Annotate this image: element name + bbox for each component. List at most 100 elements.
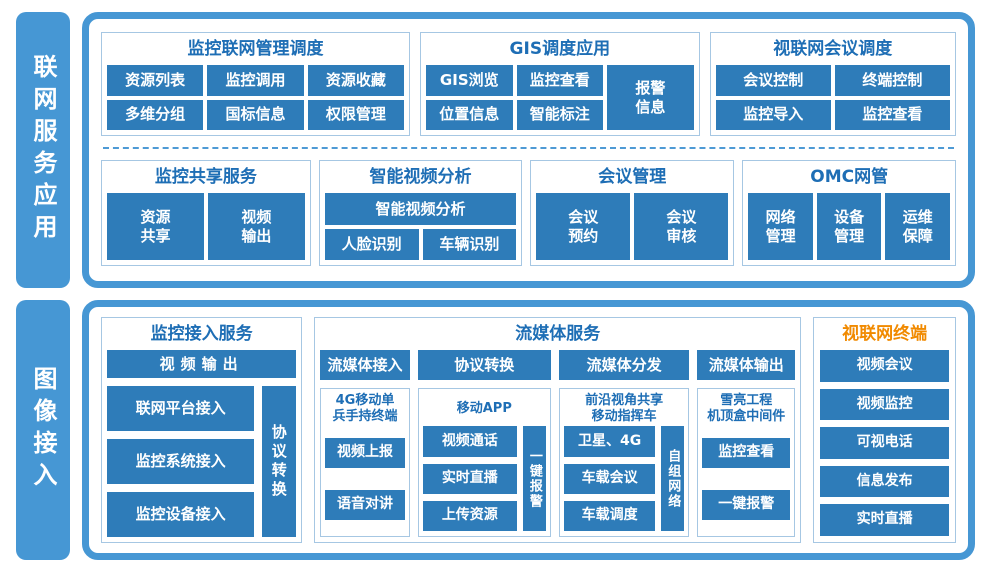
subgroup-cells: 卫星、4G 车载会议 车载调度	[563, 426, 656, 531]
cell-conference-control: 会议控制	[715, 65, 831, 96]
group-title: 监控共享服务	[154, 167, 257, 187]
cell-video-output-2: 视频输出	[107, 350, 297, 379]
bottom-row: 监控接入服务 视频输出 联网平台接入 监控系统接入 监控设备接入 协议转换 流媒…	[101, 317, 957, 543]
cell-vehicle-conference: 车载会议	[563, 463, 656, 494]
subgroup-title: 4G移动单 兵手持终端	[332, 393, 398, 425]
cell-platform-access: 联网平台接入	[107, 386, 255, 432]
cell-video-phone: 可视电话	[820, 427, 950, 459]
cell-live-broadcast: 实时直播	[820, 504, 950, 536]
cell-permission-mgmt: 权限管理	[307, 99, 404, 130]
group-omc-network-mgmt: OMC网管 网络 管理 设备 管理 运维 保障	[742, 160, 956, 266]
subgroup-mobile-app: 移动APP 视频通话 实时直播 上传资源 一键报警	[417, 388, 551, 537]
cell-ops-support: 运维 保障	[885, 193, 950, 260]
cell-one-key-alarm: 一键报警	[702, 489, 791, 520]
terminal-cells: 视频会议 视频监控 可视电话 信息发布 实时直播	[820, 350, 950, 536]
cell-protocol-conversion: 协议转换	[417, 350, 551, 381]
group-title: 会议管理	[598, 167, 667, 187]
cell-device-mgmt: 设备 管理	[816, 193, 882, 260]
cell-voice-intercom: 语音对讲	[325, 489, 405, 520]
group-monitor-share-service: 监控共享服务 资源 共享 视频 输出	[101, 160, 311, 266]
group-gis-dispatch: GIS调度应用 GIS浏览 监控查看 报警 信息 位置信息 智能标注	[420, 32, 700, 136]
cell-monitor-view-3: 监控查看	[702, 437, 791, 468]
cell-multi-dim-group: 多维分组	[107, 99, 204, 130]
group-cells: 会议 预约 会议 审核	[536, 193, 729, 260]
cell-vehicle-dispatch: 车载调度	[563, 500, 656, 531]
subgroup-4g-handheld-terminal: 4G移动单 兵手持终端 视频上报 语音对讲	[320, 388, 410, 537]
cell-video-monitor: 视频监控	[820, 388, 950, 421]
subgroup-body: 卫星、4G 车载会议 车载调度 自组网络	[563, 426, 685, 531]
cell-conference-booking: 会议 预约	[536, 193, 631, 260]
cell-stream-output: 流媒体输出	[697, 350, 796, 381]
sidebar-networked-service-apps-label: 联网服务应用	[29, 54, 57, 246]
image-access-panel: 监控接入服务 视频输出 联网平台接入 监控系统接入 监控设备接入 协议转换 流媒…	[82, 300, 975, 560]
group-title: 监控接入服务	[150, 324, 253, 344]
group-title: 智能视频分析	[369, 167, 472, 187]
group-title: GIS调度应用	[509, 39, 611, 59]
group-streaming-media-service: 流媒体服务 流媒体接入 协议转换 流媒体分发 流媒体输出 4G移动单 兵手持终端…	[314, 317, 802, 543]
subgroup-sharp-eyes-settopbox: 雪亮工程 机顶盒中间件 监控查看 一键报警	[697, 388, 796, 537]
group-monitor-access-service: 监控接入服务 视频输出 联网平台接入 监控系统接入 监控设备接入 协议转换	[101, 317, 303, 543]
cell-resource-list: 资源列表	[107, 65, 204, 96]
cell-adhoc-network-vertical: 自组网络	[661, 426, 685, 531]
dashed-divider	[103, 147, 954, 149]
cell-stream-access: 流媒体接入	[320, 350, 410, 381]
group-title: 监控联网管理调度	[187, 39, 324, 59]
subgroup-body: 视频通话 实时直播 上传资源 一键报警	[422, 426, 546, 531]
access-cells: 联网平台接入 监控系统接入 监控设备接入	[107, 386, 255, 538]
streaming-grid: 流媒体接入 协议转换 流媒体分发 流媒体输出 4G移动单 兵手持终端 视频上报 …	[320, 350, 796, 537]
cell-video-output: 视频 输出	[207, 193, 305, 260]
sidebar-networked-service-apps: 联网服务应用	[16, 12, 70, 288]
cell-video-report: 视频上报	[325, 437, 405, 468]
cell-stream-distribution: 流媒体分发	[558, 350, 690, 381]
cell-monitor-import: 监控导入	[715, 99, 831, 130]
cell-protocol-conversion-vertical: 协议转换	[262, 386, 297, 537]
cell-gis-browse: GIS浏览	[426, 65, 513, 96]
access-body: 联网平台接入 监控系统接入 监控设备接入 协议转换	[107, 386, 297, 538]
cell-info-publish: 信息发布	[820, 465, 950, 498]
subgroup-title: 雪亮工程 机顶盒中间件	[707, 393, 786, 425]
cell-gb-standard-info: 国标信息	[207, 99, 304, 130]
subgroup-title: 移动APP	[456, 401, 512, 417]
group-cells: 网络 管理 设备 管理 运维 保障	[748, 193, 950, 260]
group-video-network-terminal: 视联网终端 视频会议 视频监控 可视电话 信息发布 实时直播	[813, 317, 957, 543]
group-cells: 资源列表 监控调用 资源收藏 多维分组 国标信息 权限管理	[107, 65, 404, 130]
subgroup-body: 监控查看 一键报警	[702, 426, 791, 531]
group-title: OMC网管	[810, 167, 889, 187]
top-row-2: 监控共享服务 资源 共享 视频 输出 智能视频分析 智能视频分析 人脸识别 车辆…	[101, 160, 956, 266]
group-cells: 会议控制 终端控制 监控导入 监控查看	[715, 65, 950, 130]
group-cells: 资源 共享 视频 输出	[107, 193, 305, 260]
cell-vehicle-recognition: 车辆识别	[422, 228, 517, 260]
group-cells: 智能视频分析 人脸识别 车辆识别	[324, 193, 517, 260]
cell-location-info: 位置信息	[426, 99, 513, 130]
cell-smart-annotation: 智能标注	[516, 99, 604, 130]
cell-satellite-4g: 卫星、4G	[563, 426, 656, 457]
cell-video-conference: 视频会议	[820, 350, 950, 382]
cell-monitor-view: 监控查看	[516, 65, 604, 96]
cell-face-recognition: 人脸识别	[324, 228, 419, 260]
cell-conference-review: 会议 审核	[634, 193, 729, 260]
cell-device-access: 监控设备接入	[107, 492, 255, 538]
cell-resource-favorites: 资源收藏	[307, 65, 404, 96]
group-conference-mgmt: 会议管理 会议 预约 会议 审核	[530, 160, 735, 266]
group-video-conf-dispatch: 视联网会议调度 会议控制 终端控制 监控导入 监控查看	[709, 32, 956, 136]
cell-video-call: 视频通话	[422, 426, 517, 457]
subgroup-title: 前沿视角共享 移动指挥车	[585, 393, 664, 425]
networked-service-apps-panel: 监控联网管理调度 资源列表 监控调用 资源收藏 多维分组 国标信息 权限管理 G…	[82, 12, 975, 288]
group-cells: GIS浏览 监控查看 报警 信息 位置信息 智能标注	[426, 65, 694, 130]
cell-terminal-control: 终端控制	[834, 65, 950, 96]
cell-resource-share: 资源 共享	[107, 193, 204, 260]
group-title: 视联网终端	[842, 324, 928, 344]
cell-alarm-info: 报警 信息	[607, 65, 694, 130]
cell-system-access: 监控系统接入	[107, 439, 255, 485]
top-row-1: 监控联网管理调度 资源列表 监控调用 资源收藏 多维分组 国标信息 权限管理 G…	[101, 32, 956, 136]
subgroup-cells: 视频通话 实时直播 上传资源	[422, 426, 517, 531]
group-intelligent-video-analysis: 智能视频分析 智能视频分析 人脸识别 车辆识别	[318, 160, 523, 266]
sidebar-image-access: 图像接入	[16, 300, 70, 560]
cell-intelligent-video-analysis: 智能视频分析	[324, 193, 517, 225]
cell-upload-resource: 上传资源	[422, 500, 517, 531]
cell-monitor-view-2: 监控查看	[834, 99, 950, 130]
subgroup-body: 视频上报 语音对讲	[325, 426, 405, 531]
subgroup-cells: 视频上报 语音对讲	[325, 426, 405, 531]
subgroup-cells: 监控查看 一键报警	[702, 426, 791, 531]
group-title: 流媒体服务	[515, 324, 601, 344]
